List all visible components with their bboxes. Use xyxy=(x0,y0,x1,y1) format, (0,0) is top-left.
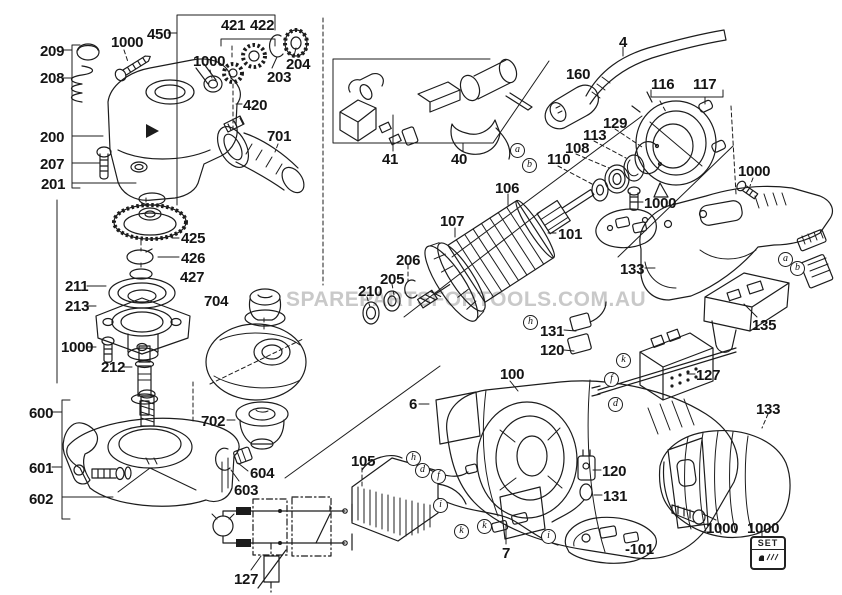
rear-handle-cover-133b xyxy=(659,431,790,538)
bolt-207 xyxy=(97,147,111,179)
ring-113 xyxy=(624,155,644,181)
pad-nut-704 xyxy=(245,289,285,326)
set-badge-icon xyxy=(758,553,779,561)
clamp-nut-702 xyxy=(236,402,288,449)
bearing-1000-top xyxy=(204,76,222,92)
screw-1000-mid xyxy=(628,187,640,210)
cap-209 xyxy=(77,44,99,60)
washer-110 xyxy=(592,179,608,201)
switch-connector-120-131 xyxy=(552,450,595,522)
carbon-brush-assembly xyxy=(797,229,834,288)
plug-160 xyxy=(545,85,598,129)
fan-204 xyxy=(285,30,307,56)
sticker-6 xyxy=(436,392,480,444)
backing-pad xyxy=(206,324,306,400)
armature-107 xyxy=(396,155,616,340)
switch-135 xyxy=(704,273,789,352)
bearing-211 xyxy=(109,278,175,308)
washer-201 xyxy=(131,162,147,172)
ring-427 xyxy=(130,269,152,279)
pinion-421 xyxy=(224,64,242,82)
service-set-badge: SET xyxy=(750,536,786,570)
circuit-schematic xyxy=(212,497,352,592)
handle-housing-133 xyxy=(640,186,833,300)
bearing-108 xyxy=(605,165,629,193)
washer-426 xyxy=(127,249,153,264)
side-handle-701 xyxy=(211,121,308,196)
spring-208 xyxy=(72,66,93,102)
bearing-flange-213 xyxy=(96,298,190,360)
washer-203 xyxy=(270,35,283,57)
clamp-lever-601 xyxy=(63,423,97,484)
wheel-guard-600 xyxy=(67,390,239,506)
shaft-rings-206-205-210 xyxy=(363,280,417,324)
field-leads-131-120 xyxy=(567,302,606,354)
screw-1000-handle xyxy=(672,505,705,524)
crown-gear-425 xyxy=(114,205,186,239)
screw-1000-flange xyxy=(102,337,114,362)
set-badge-label: SET xyxy=(752,538,784,550)
nut-604 xyxy=(233,447,252,465)
watermark: SPAREPARTSFORTOOLS.COM.AU xyxy=(286,288,647,311)
screw-1000-top xyxy=(113,51,153,82)
locating-pins-117 xyxy=(698,99,727,153)
power-cord-4 xyxy=(586,30,726,104)
leader-lines xyxy=(52,15,768,570)
brush-holder-101b xyxy=(565,517,656,563)
field-stator-105 xyxy=(352,456,466,541)
clamp-band-603 xyxy=(216,448,230,470)
bearing-cover-116 xyxy=(632,92,716,197)
clamp-screw-602 xyxy=(92,467,131,480)
gear-422 xyxy=(243,45,265,67)
switch-parts-41-40 xyxy=(340,57,532,159)
electronic-module-127 xyxy=(592,329,736,400)
